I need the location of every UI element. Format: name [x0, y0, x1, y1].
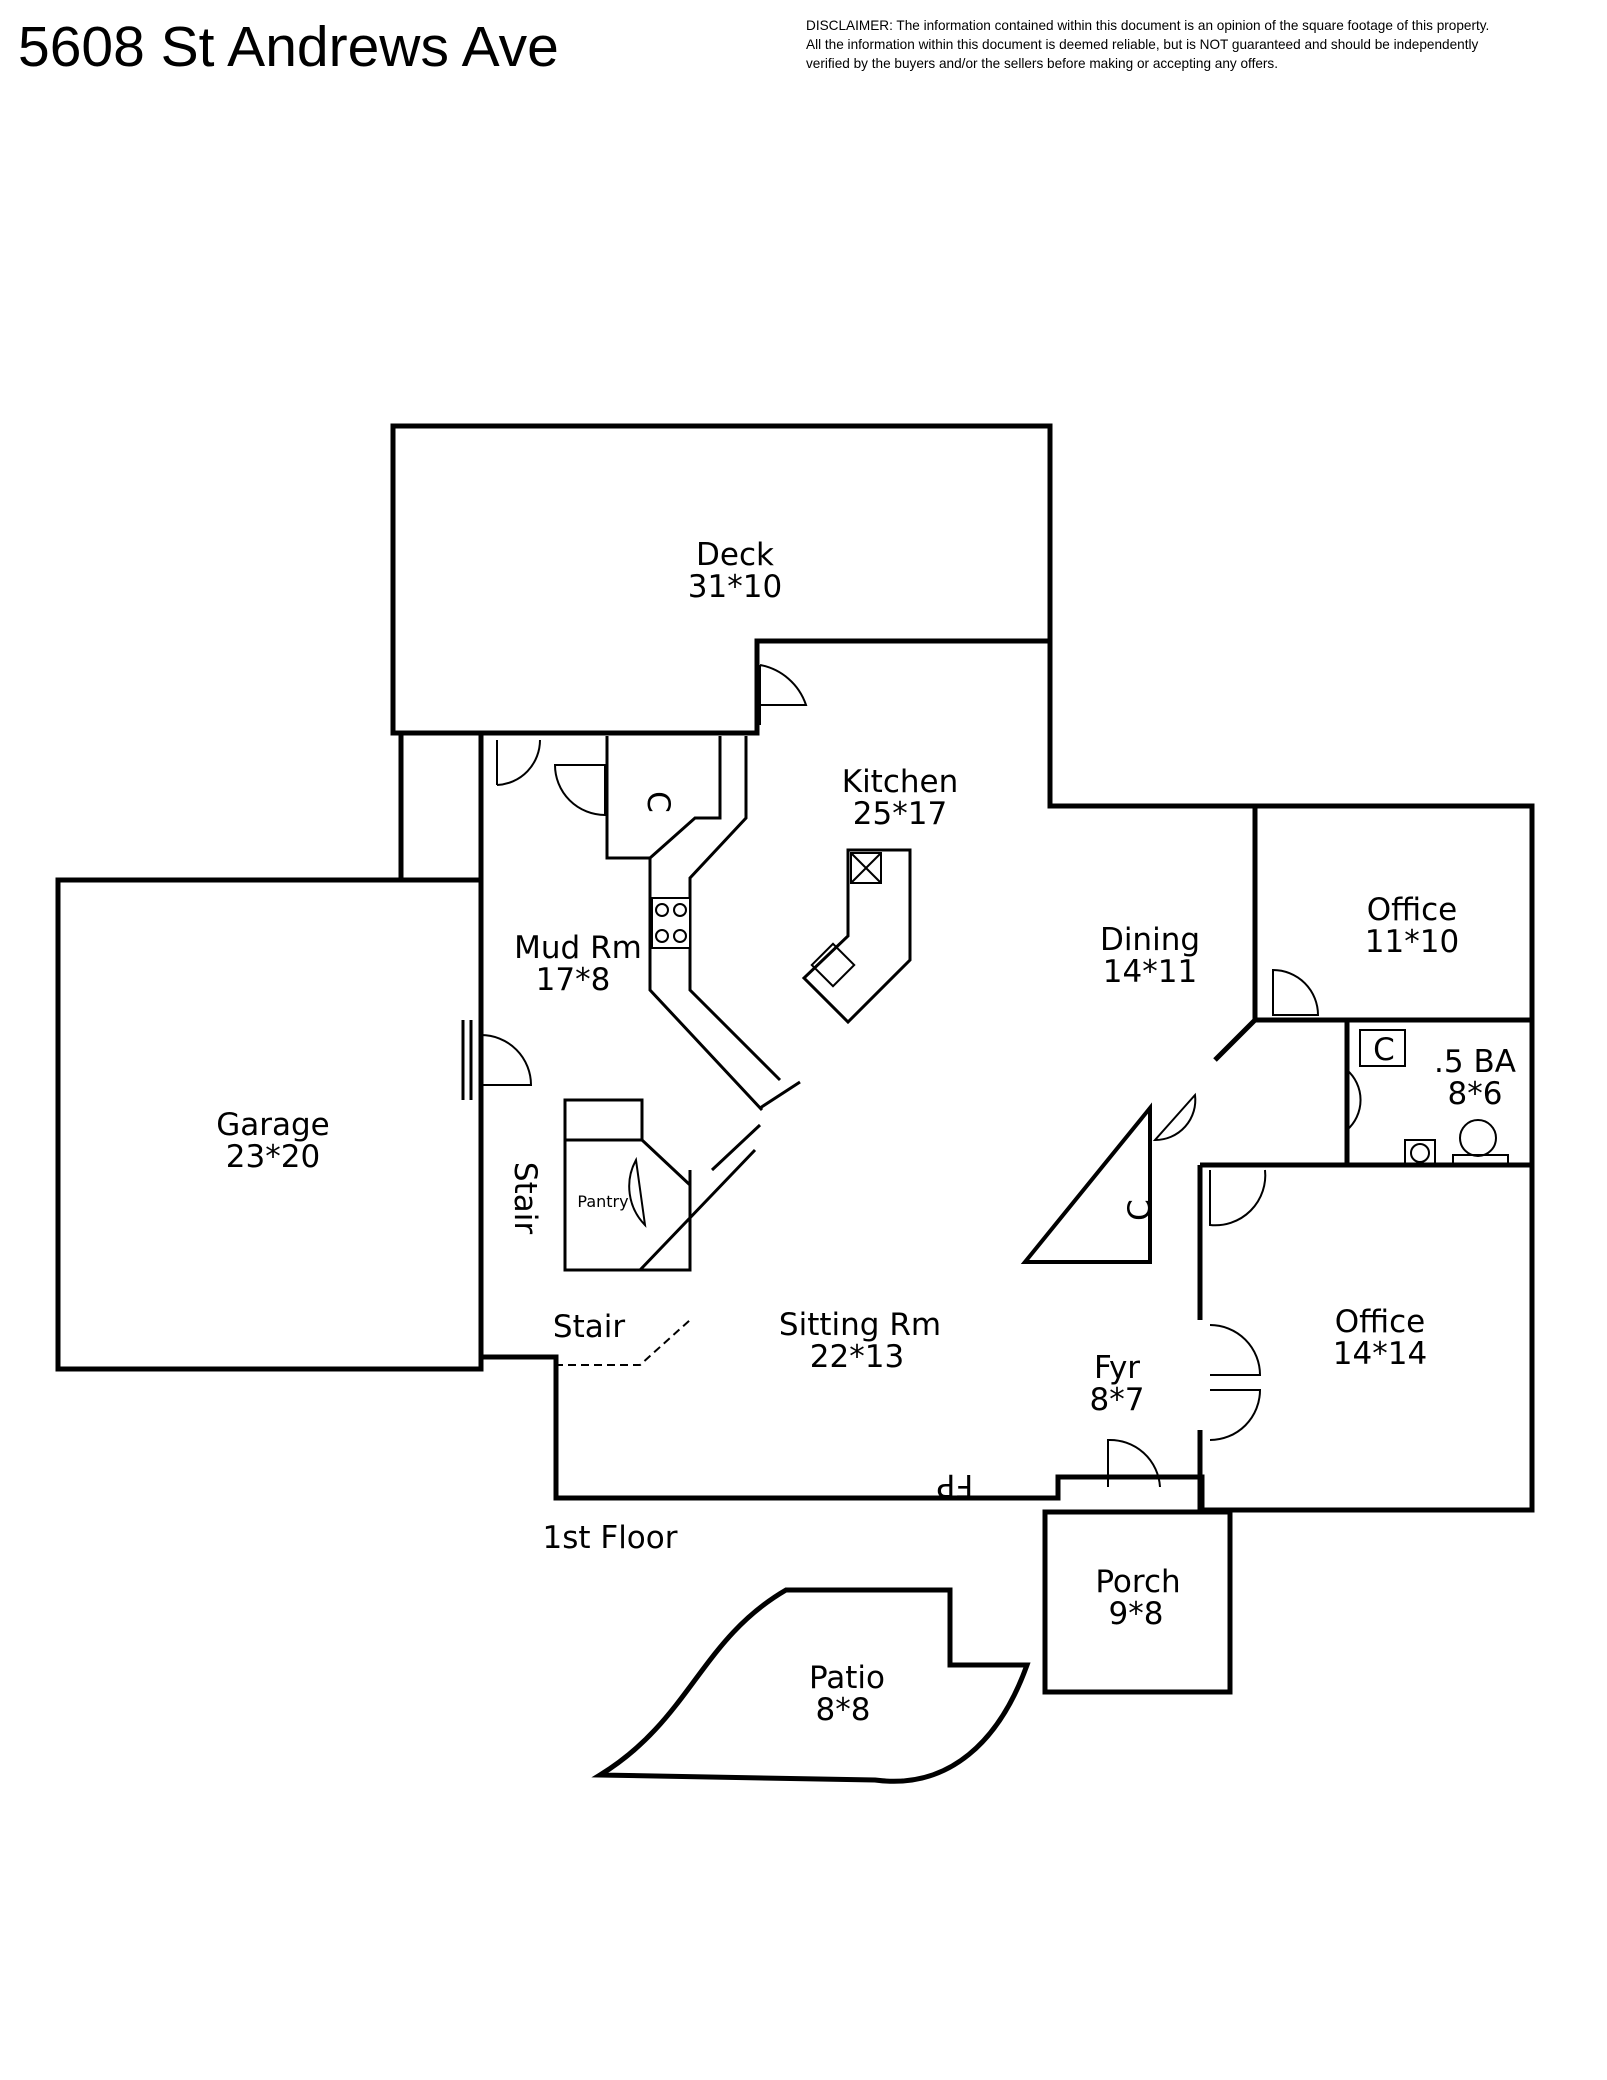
closet-label: C — [1122, 1199, 1158, 1221]
sitting-room-size: 22*13 — [810, 1339, 904, 1375]
porch-label: Porch — [1095, 1564, 1180, 1600]
garage-outline — [55, 730, 484, 1372]
patio-size: 8*8 — [816, 1692, 871, 1728]
dining-label: Dining — [1100, 922, 1200, 958]
stair-lines — [555, 1319, 691, 1366]
kitchen-size: 25*17 — [853, 796, 947, 832]
fireplace-label: FP — [937, 1467, 974, 1503]
kitchen-island — [801, 848, 912, 1025]
office-bottom-label: Office — [1335, 1304, 1426, 1340]
dining-size: 14*11 — [1103, 954, 1197, 990]
bath-fixtures — [1359, 1029, 1509, 1167]
room-labels: Deck 31*10 Kitchen 25*17 Mud Rm 17*8 Din… — [216, 537, 1516, 1728]
deck-label: Deck — [696, 537, 774, 573]
deck-outline — [390, 423, 1053, 736]
half-bath-size: 8*6 — [1448, 1076, 1503, 1112]
kitchen-counter — [605, 736, 801, 1112]
patio-label: Patio — [809, 1660, 885, 1696]
office-bottom-size: 14*14 — [1333, 1336, 1427, 1372]
garage-label: Garage — [216, 1107, 330, 1143]
porch-outline — [1042, 1509, 1233, 1695]
garage-size: 23*20 — [226, 1139, 320, 1175]
closet-label: C — [1373, 1032, 1395, 1068]
deck-size: 31*10 — [688, 569, 782, 605]
disclaimer-line: verified by the buyers and/or the seller… — [806, 56, 1279, 71]
door-swings — [461, 664, 1362, 1488]
patio-outline — [591, 1587, 1031, 1784]
sitting-room-label: Sitting Rm — [779, 1307, 941, 1343]
stair-vertical-label: Stair — [507, 1162, 543, 1234]
pantry-outline — [563, 1098, 762, 1272]
stair-label: Stair — [553, 1309, 625, 1345]
office-top-label: Office — [1367, 892, 1458, 928]
half-bath-label: .5 BA — [1434, 1044, 1516, 1080]
house-walls — [478, 638, 1535, 1513]
closet-label: C — [640, 791, 676, 813]
office-top-size: 11*10 — [1365, 924, 1459, 960]
pantry-label: Pantry — [577, 1192, 628, 1211]
foyer-label: Fyr — [1094, 1350, 1140, 1386]
mud-room-size: 17*8 — [536, 962, 611, 998]
disclaimer-line: All the information within this document… — [806, 37, 1479, 52]
property-address-title: 5608 St Andrews Ave — [18, 15, 559, 79]
mud-room-label: Mud Rm — [514, 930, 642, 966]
kitchen-label: Kitchen — [842, 764, 959, 800]
disclaimer-line: DISCLAIMER: The information contained wi… — [806, 18, 1490, 33]
foyer-size: 8*7 — [1090, 1382, 1145, 1418]
disclaimer-text: DISCLAIMER: The information contained wi… — [806, 16, 1606, 73]
floor-label: 1st Floor — [542, 1520, 677, 1556]
porch-size: 9*8 — [1109, 1596, 1164, 1632]
